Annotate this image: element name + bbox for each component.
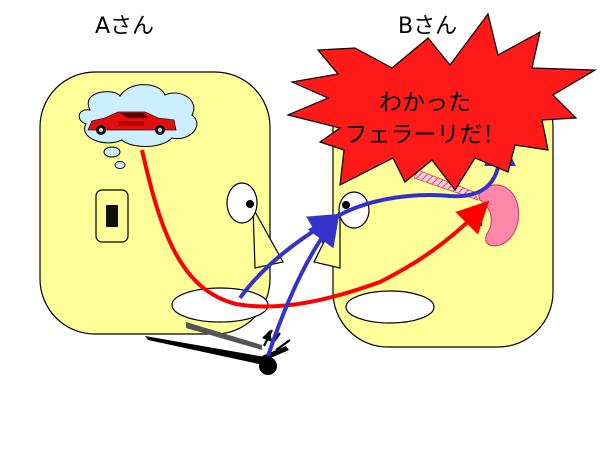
person-b-mouth [345,290,435,324]
visual-signal-arrow-c [326,134,516,224]
person-b-label: Bさん [398,14,457,39]
callout-line-2: フェラーリだ！ [345,122,506,148]
person-a-eye-icon [226,182,258,224]
realization-callout: わかった フェラーリだ！ [286,12,598,192]
visual-signal-arrow-b [266,213,340,357]
person-a-label: Aさん [95,14,154,39]
hand-icon [145,322,291,375]
callout-line-1: わかった [379,90,471,116]
car-icon [87,111,177,135]
